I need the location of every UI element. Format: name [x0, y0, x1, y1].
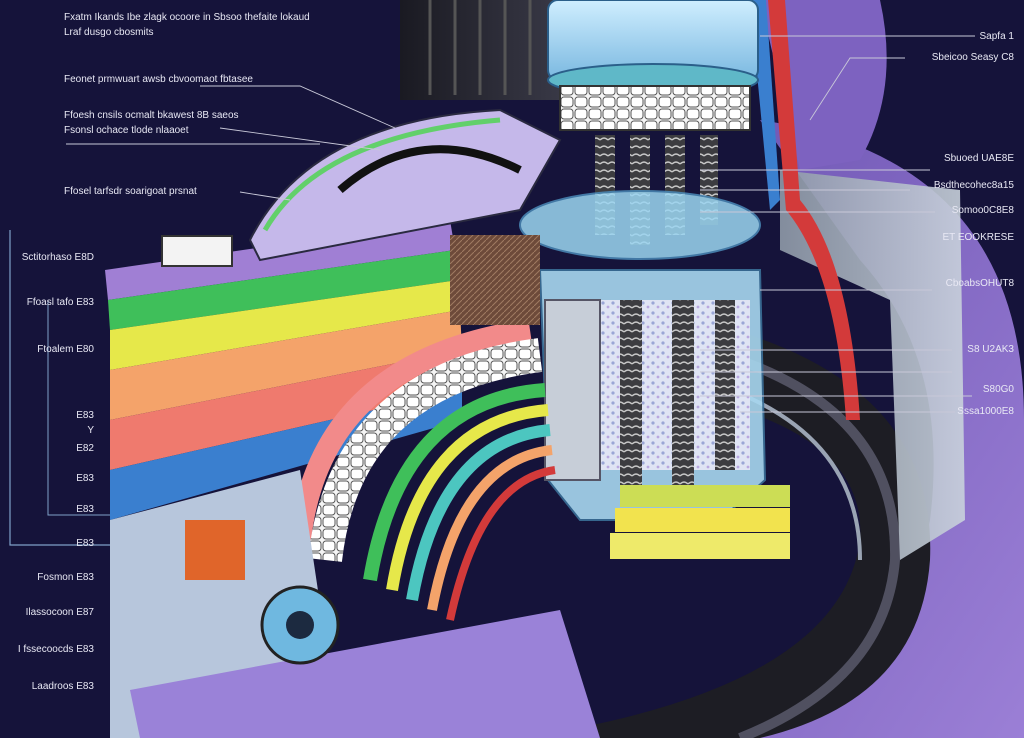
left-label-1: Feonet prmwuart awsb cbvoomaot fbtasee [64, 74, 253, 85]
hatched-block [450, 235, 540, 325]
top-ribs [428, 0, 532, 95]
left-scale-bracket [9, 230, 110, 546]
right-label-6: ET EOOKRESE [942, 232, 1014, 243]
white-connector [161, 235, 233, 267]
right-label-3: Sbuoed UAE8E [943, 153, 1014, 164]
spring-legs [620, 300, 735, 490]
red-stripe [768, 0, 860, 420]
tooth-ring [559, 85, 751, 131]
right-label-2: Sbeicoo Seasy C8 [931, 52, 1014, 63]
cable-bundle [337, 145, 522, 194]
scale-label-6: E82 [76, 443, 94, 454]
scale-label-7: E83 [76, 473, 94, 484]
scale-label-4: E83 [76, 410, 94, 421]
orange-block [185, 520, 245, 580]
left-label-2: Ffoesh cnsils ocmalt bkawest 8B saeos [64, 110, 239, 121]
right-label-4: Bsdthecohec8a15 [933, 180, 1014, 191]
curved-bands [289, 319, 556, 621]
right-leader-lines [700, 35, 975, 413]
left-leader-lines [66, 85, 396, 201]
right-label-8: S8 U2AK3 [967, 344, 1014, 355]
scale-label-11: Ilassocoon E87 [25, 607, 94, 618]
column-housing-left [544, 299, 601, 481]
left-scale-bracket-inner [47, 300, 110, 516]
top-shelf [248, 108, 562, 262]
scale-label-13: Laadroos E83 [31, 681, 94, 692]
scale-label-8: E83 [76, 504, 94, 515]
sensor-core [286, 611, 314, 639]
scale-label-2: Ffoasl tafo E83 [26, 297, 94, 308]
yellow-pad-stack [610, 485, 790, 559]
lower-purple-base [130, 610, 600, 738]
layered-block [105, 220, 462, 520]
glass-disc [519, 190, 761, 260]
scale-label-12: I fssecoocds E83 [17, 644, 94, 655]
right-label-7: CboabsOHUT8 [945, 278, 1014, 289]
right-label-9: S80G0 [982, 384, 1014, 395]
left-label-4: Ffosel tarfsdr soarigoat prsnat [64, 186, 197, 197]
right-label-10: Sssa1000E8 [957, 406, 1014, 417]
scale-label-1: Sctitorhaso E8D [21, 252, 94, 263]
scale-label-10: Fosmon E83 [37, 572, 94, 583]
scale-label-9: E83 [76, 538, 94, 549]
top-note-line-2: Lraf dusgo cbosmits [64, 27, 154, 38]
green-trim [262, 117, 501, 232]
right-label-5: Somoo0C8E8 [951, 205, 1014, 216]
right-label-1: Sapfa 1 [979, 31, 1014, 42]
scale-label-5: Y [87, 425, 94, 436]
top-note-line-1: Fxatm Ikands Ibe zlagk ocoore in Sbsoo t… [64, 12, 310, 23]
left-label-3: Fsonsl ochace tlode nlaaoet [64, 125, 189, 136]
scale-label-3: Ftoalem E80 [37, 344, 94, 355]
